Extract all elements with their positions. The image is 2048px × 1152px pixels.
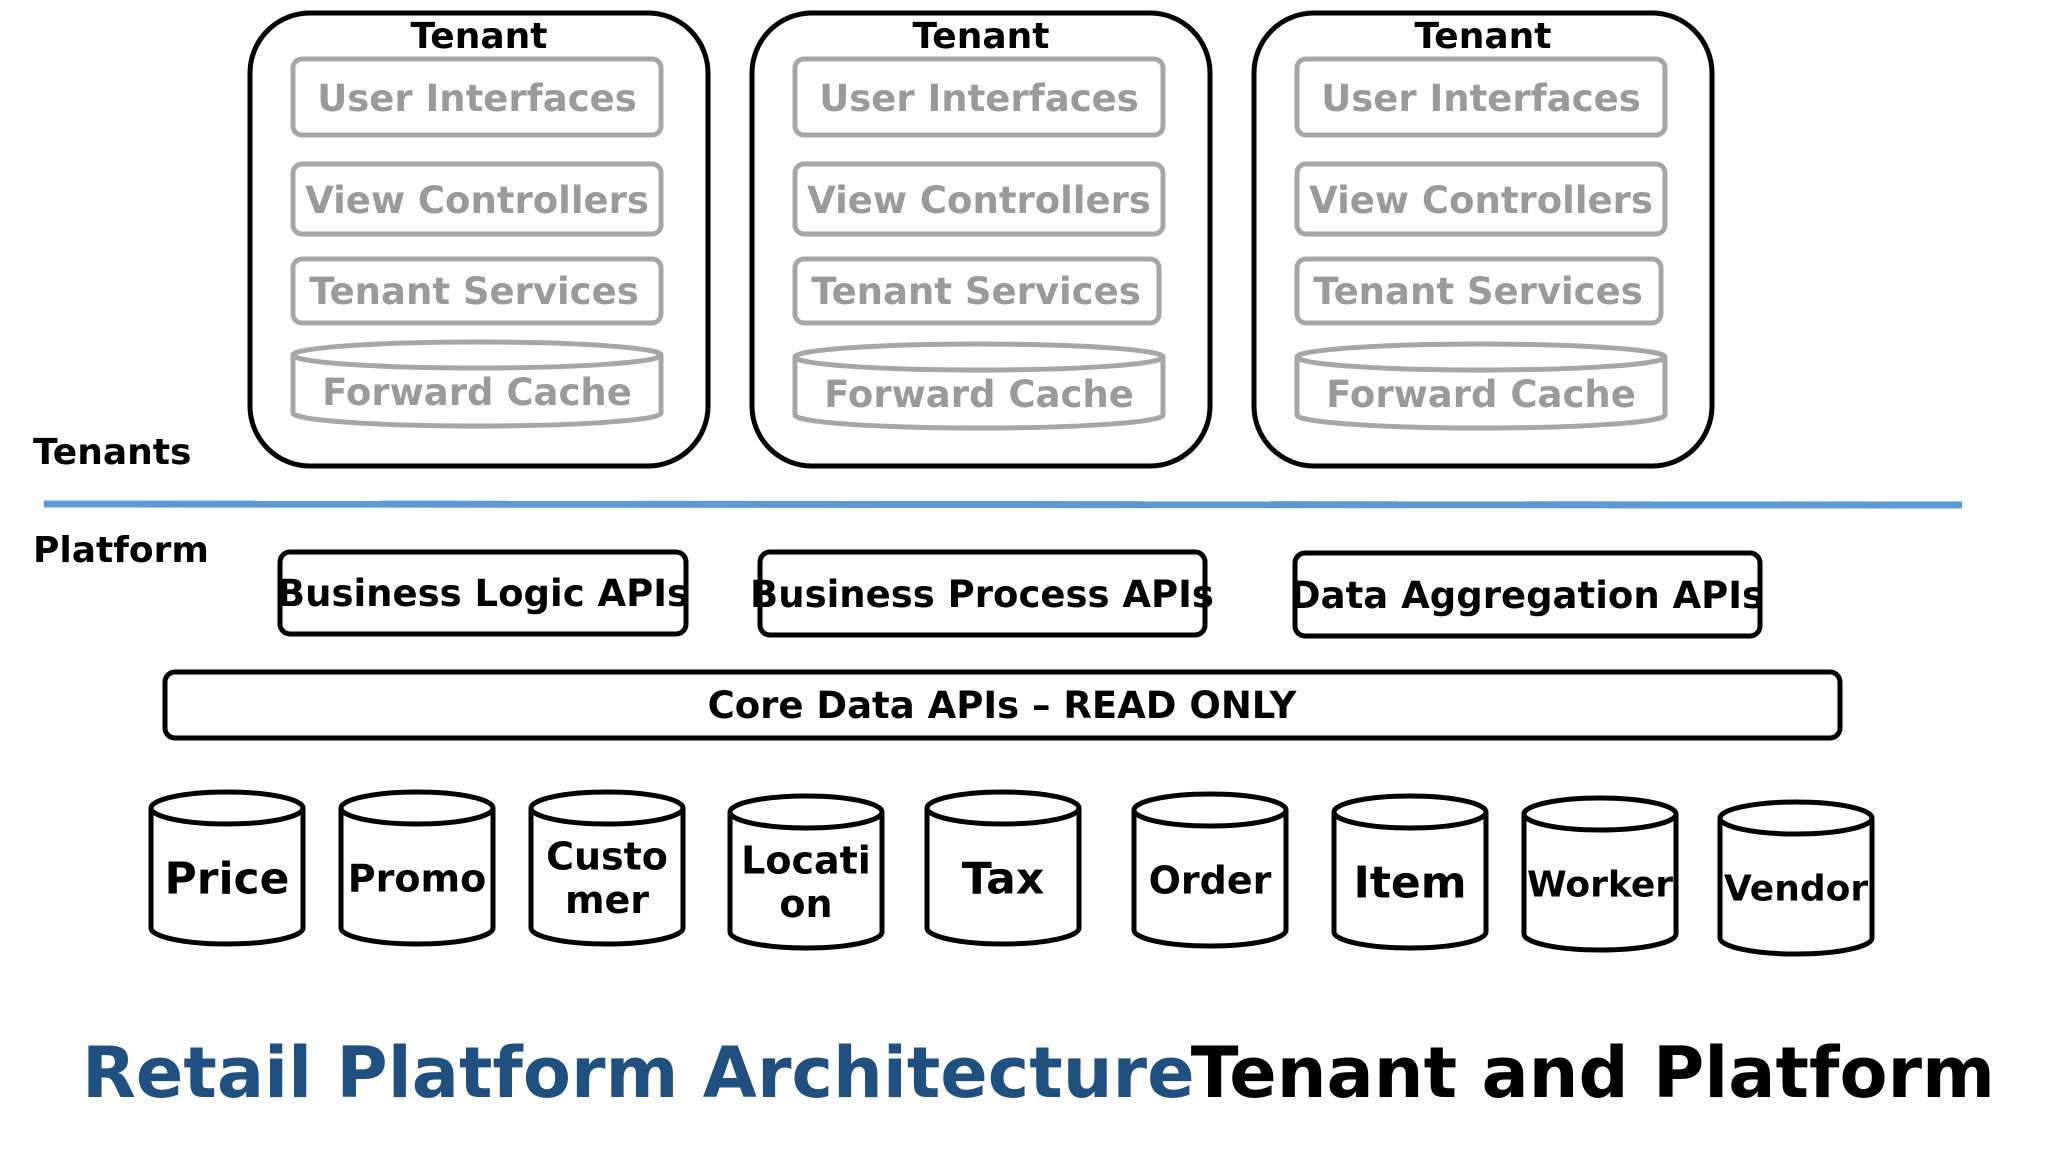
cylinder-body (528, 808, 686, 947)
cylinder-body (1131, 810, 1289, 949)
tenant-title: Tenant (411, 16, 548, 57)
data-aggregation-apis-box (1292, 550, 1763, 639)
data-store-label: mer (565, 878, 649, 922)
data-store-vendor: Vendor (1717, 799, 1875, 957)
data-store-label: Locati (741, 838, 871, 882)
platform-section-label: Platform (33, 530, 209, 571)
cylinder-top (924, 789, 1082, 827)
data-store-order: Order (1131, 791, 1289, 949)
data-store-promo: Promo (338, 789, 496, 947)
tenant-services-layer (290, 256, 664, 326)
business-logic-apis-label: Business Logic APIs (277, 572, 689, 615)
cylinder-top (528, 789, 686, 827)
view-controllers-label: View Controllers (305, 179, 649, 222)
forward-cache-label: Forward Cache (824, 373, 1134, 416)
data-store-label: Promo (348, 856, 486, 900)
core-data-apis-label: Core Data APIs – READ ONLY (708, 684, 1298, 727)
business-process-apis-label: Business Process APIs (750, 573, 1214, 616)
tenant-title: Tenant (1415, 16, 1552, 57)
tenant-box-3: Tenant User Interfaces View Controllers … (1251, 10, 1715, 469)
user-interfaces-label: User Interfaces (317, 77, 637, 120)
tenant-services-label: Tenant Services (309, 270, 638, 313)
tenant-and-platform-title: Tenant and Platform (1191, 1032, 1995, 1114)
data-aggregation-apis-label: Data Aggregation APIs (1290, 574, 1764, 617)
data-store-price: Price (148, 789, 306, 947)
cylinder-top (1331, 793, 1489, 831)
data-store-label: Order (1149, 858, 1272, 902)
cylinder-body (1717, 818, 1875, 957)
tenant-services-label: Tenant Services (811, 270, 1140, 313)
cylinder-body (1521, 814, 1679, 953)
data-store-label: Price (165, 853, 290, 904)
forward-cache-cylinder (792, 341, 1166, 431)
view-controllers-label: View Controllers (807, 179, 1151, 222)
forward-cache-label: Forward Cache (1326, 373, 1636, 416)
tenant-services-layer (792, 256, 1162, 326)
view-controllers-label: View Controllers (1309, 179, 1653, 222)
tenant-box-1: Tenant User Interfaces View Controllers … (247, 10, 711, 469)
user-interfaces-layer (290, 56, 664, 138)
business-process-apis-box (757, 549, 1208, 638)
user-interfaces-layer (792, 56, 1166, 138)
view-controllers-layer (792, 161, 1166, 237)
view-controllers-layer (290, 161, 664, 237)
data-store-label: Tax (962, 853, 1044, 904)
cylinder-body (924, 808, 1082, 947)
core-data-apis-box (162, 669, 1843, 741)
data-store-tax: Tax (924, 789, 1082, 947)
tenant-services-label: Tenant Services (1313, 270, 1642, 313)
user-interfaces-label: User Interfaces (819, 77, 1139, 120)
forward-cache-cylinder (1294, 341, 1668, 431)
data-store-label: Worker (1527, 865, 1673, 906)
cylinder-top (1521, 795, 1679, 833)
user-interfaces-layer (1294, 56, 1668, 138)
retail-platform-architecture-title: Retail Platform Architecture (82, 1032, 1195, 1114)
data-store-label: Vendor (1724, 869, 1868, 910)
business-logic-apis-box (277, 549, 689, 637)
view-controllers-layer (1294, 161, 1668, 237)
cylinder-top (1717, 799, 1875, 837)
data-store-label: on (779, 882, 832, 926)
cylinder-top (727, 793, 885, 831)
cylinder-body (148, 808, 306, 947)
data-store-label: Custo (546, 834, 668, 878)
data-store-worker: Worker (1521, 795, 1679, 953)
tenant-title: Tenant (913, 16, 1050, 57)
cylinder-top (148, 789, 306, 827)
cylinder-top (338, 789, 496, 827)
tenant-services-layer (1294, 256, 1664, 326)
cylinder-body (727, 812, 885, 951)
cylinder-body (338, 808, 496, 947)
cylinder-top (1131, 791, 1289, 829)
forward-cache-cylinder (290, 339, 664, 429)
cylinder-body (1331, 812, 1489, 951)
tenant-platform-divider (43, 500, 1963, 509)
tenant-box-2: Tenant User Interfaces View Controllers … (749, 10, 1213, 469)
user-interfaces-label: User Interfaces (1321, 77, 1641, 120)
data-store-item: Item (1331, 793, 1489, 951)
data-store-label: Item (1353, 857, 1466, 908)
forward-cache-label: Forward Cache (322, 371, 632, 414)
tenants-section-label: Tenants (33, 432, 191, 473)
